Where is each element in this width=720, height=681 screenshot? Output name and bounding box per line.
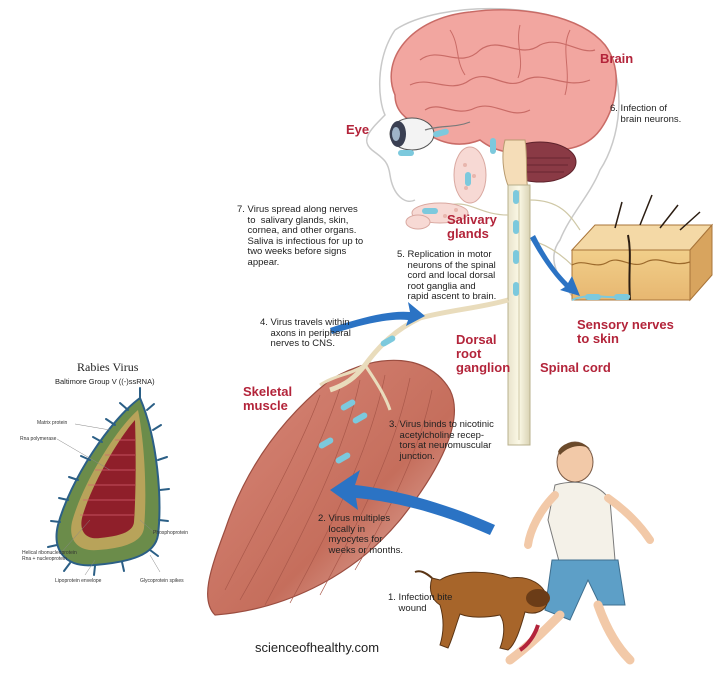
spinal-cord-label: Spinal cord xyxy=(540,360,611,375)
step-3-text: 3. Virus binds to nicotinic acetylcholin… xyxy=(389,419,494,462)
skeletal-muscle-label: Skeletal muscle xyxy=(243,384,293,413)
step-6-text: 6. Infection of brain neurons. xyxy=(610,103,682,125)
step-2-text: 2. Virus multiples locally in myocytes f… xyxy=(318,513,404,556)
step-7-text: 7. Virus spread along nerves to salivary… xyxy=(237,204,364,268)
eye-illustration xyxy=(389,117,471,151)
step-1-text: 1. Infection bite wound xyxy=(388,592,453,614)
dorsal-root-ganglion-label: Dorsal root ganglion xyxy=(456,332,511,375)
transmission-arrows xyxy=(330,235,580,535)
brain-illustration xyxy=(390,9,617,191)
eye-label: Eye xyxy=(346,122,370,137)
peripheral-nerve xyxy=(419,297,509,321)
helical-rnp-label: Helical ribonucleoprotein Rna + nucleopr… xyxy=(22,550,77,562)
dog-illustration xyxy=(414,570,550,651)
step-4-text: 4. Virus travels within axons in periphe… xyxy=(260,317,351,349)
virus-markers xyxy=(318,128,630,464)
salivary-glands-label: Salivary glands xyxy=(447,212,497,241)
phosphoprotein-label: Phosphoprotein xyxy=(153,530,189,536)
virus-title: Rabies Virus xyxy=(77,360,139,374)
spinal-cord-illustration xyxy=(449,184,586,446)
sensory-nerves-label: Sensory nerves to skin xyxy=(577,317,674,346)
brain-label: Brain xyxy=(600,51,634,66)
matrix-protein-label: Matrix protein xyxy=(37,420,68,426)
person-illustration xyxy=(505,441,654,665)
lipoprotein-envelope-label: Lipoprotein envelope xyxy=(55,578,102,584)
rabies-virus-particle xyxy=(47,387,170,576)
glycoprotein-spikes-label: Glycoprotein spikes xyxy=(140,578,184,584)
rna-polymerase-label: Rna polymerase xyxy=(20,436,57,442)
step-5-text: 5. Replication in motor neurons of the s… xyxy=(397,249,497,302)
virus-subtitle: Baltimore Group V ((-)ssRNA) xyxy=(55,377,155,386)
skeletal-muscle-illustration xyxy=(207,315,455,616)
source-credit: scienceofhealthy.com xyxy=(255,640,380,655)
skin-block-illustration xyxy=(570,194,714,302)
